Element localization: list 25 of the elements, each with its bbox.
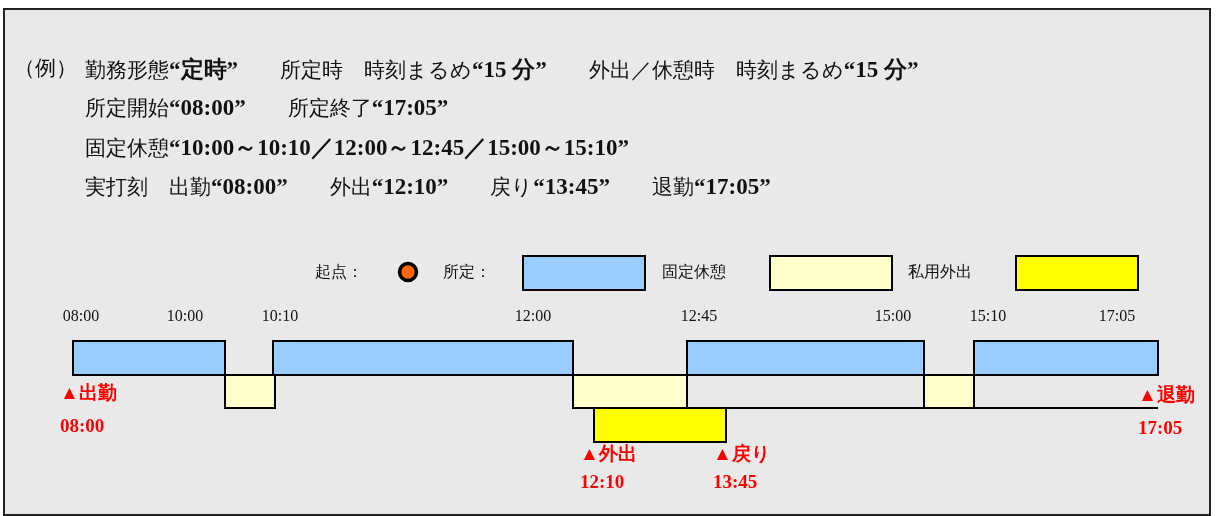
return-marker: ▲戻り (713, 444, 770, 463)
legend-label: 固定休憩 (662, 264, 726, 280)
example-label: （例） (14, 58, 77, 79)
time-label: 13:45 (713, 472, 758, 491)
note-text: 所定開始“08:00” 所定終了“17:05” (85, 96, 449, 119)
time-label: 08:00 (60, 416, 105, 435)
time-label: 15:00 (874, 308, 912, 324)
note-text: 実打刻 出勤“08:00” 外出“12:10” 戻り“13:45” 退勤“17:05” (85, 175, 771, 198)
go-out-marker: ▲外出 (580, 444, 637, 463)
time-label: 12:10 (580, 472, 625, 491)
time-label: 12:00 (514, 308, 552, 324)
time-label: 10:10 (261, 308, 299, 324)
time-label: 12:45 (680, 308, 718, 324)
clock-in-marker: ▲出勤 (60, 383, 117, 402)
note-text: 勤務形態“定時” 所定時 時刻まるめ“15 分” 外出／休憩時 時刻まるめ“15 分” (85, 58, 919, 81)
time-label: 17:05 (1138, 418, 1183, 437)
note-text: 固定休憩“10:00～10:10／12:00～12:45／15:00～15:10” (85, 136, 629, 159)
clock-out-marker: ▲退勤 (1138, 385, 1195, 404)
time-label: 08:00 (62, 308, 100, 324)
time-label: 10:00 (166, 308, 204, 324)
legend-label: 所定： (443, 264, 491, 280)
time-label: 17:05 (1098, 308, 1136, 324)
legend-label: 起点： (315, 264, 363, 280)
legend-label: 私用外出 (908, 264, 972, 280)
time-label: 15:10 (969, 308, 1007, 324)
